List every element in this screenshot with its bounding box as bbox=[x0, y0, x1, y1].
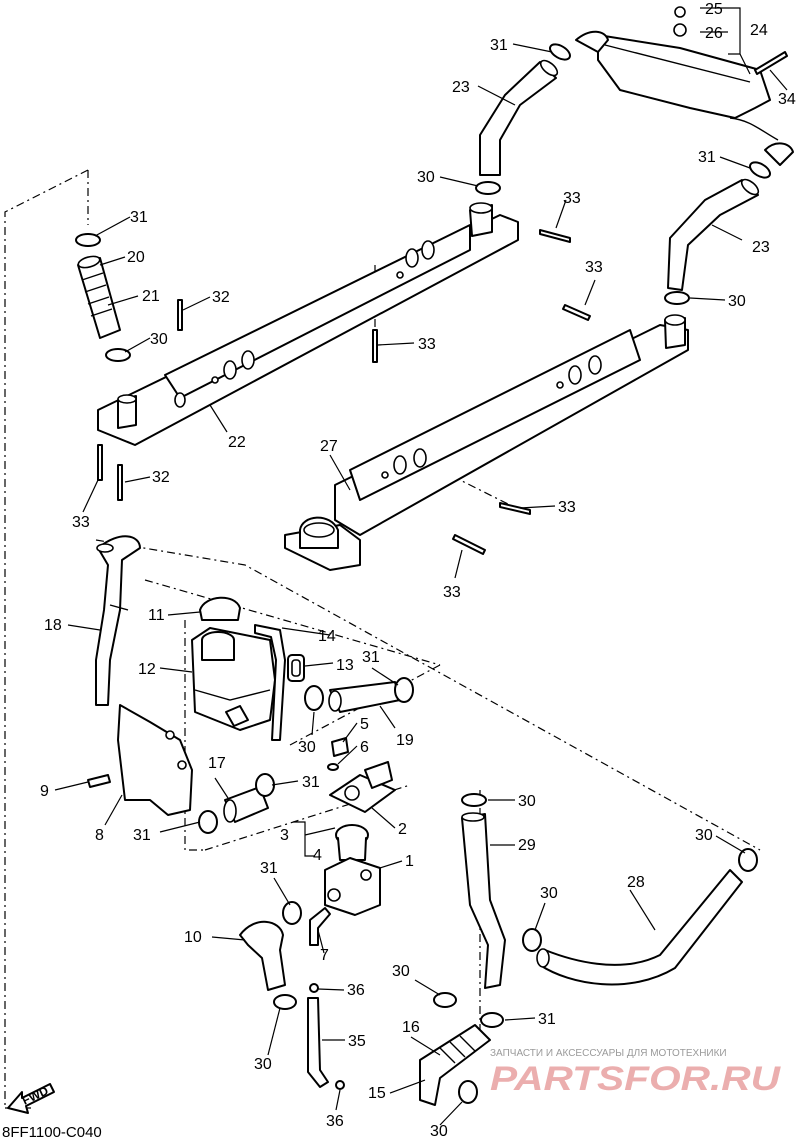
callout-17: 17 bbox=[208, 755, 226, 772]
watermark: ЗАПЧАСТИ И АКСЕССУАРЫ ДЛЯ МОТОТЕХНИКИ PA… bbox=[490, 1048, 782, 1098]
pipe-part-7-35 bbox=[307, 907, 331, 1088]
callout-8: 8 bbox=[95, 827, 104, 844]
upper-hose-right-part-23 bbox=[667, 178, 760, 291]
callout-21: 21 bbox=[142, 288, 160, 305]
callout-20: 20 bbox=[127, 249, 145, 266]
callout-30: 30 bbox=[518, 793, 536, 810]
callout-28: 28 bbox=[627, 874, 645, 891]
callout-32: 32 bbox=[212, 289, 230, 306]
callout-33: 33 bbox=[585, 259, 603, 276]
callout-29: 29 bbox=[518, 837, 536, 854]
radiator-pipe-frame-part-27 bbox=[284, 314, 689, 571]
diagram-code: 8FF1100-C040 bbox=[2, 1124, 102, 1140]
callout-30: 30 bbox=[540, 885, 558, 902]
upper-hose-left-part-23 bbox=[479, 59, 559, 176]
hose-part-10 bbox=[239, 920, 286, 991]
hose-part-17 bbox=[223, 786, 269, 823]
callout-25: 25 bbox=[705, 1, 723, 18]
callout-23: 23 bbox=[452, 79, 470, 96]
callout-33: 33 bbox=[443, 584, 461, 601]
callout-31: 31 bbox=[302, 774, 320, 791]
callout-35: 35 bbox=[348, 1033, 366, 1050]
callout-14: 14 bbox=[318, 628, 336, 645]
callout-31: 31 bbox=[133, 827, 151, 844]
hose-part-15-16 bbox=[419, 1024, 491, 1106]
thermostat-housing-part-1 bbox=[324, 857, 381, 916]
callout-13: 13 bbox=[336, 657, 354, 674]
thermostat-cover-part-2 bbox=[329, 761, 396, 813]
callout-30: 30 bbox=[430, 1123, 448, 1140]
callout-30: 30 bbox=[695, 827, 713, 844]
callout-32: 32 bbox=[152, 469, 170, 486]
radiator-pipe-frame-part-22 bbox=[97, 202, 519, 446]
callout-34: 34 bbox=[778, 91, 796, 108]
callout-4: 4 bbox=[313, 847, 322, 864]
callout-30: 30 bbox=[298, 739, 316, 756]
callout-31: 31 bbox=[538, 1011, 556, 1028]
fwd-label: FWD bbox=[20, 1083, 51, 1107]
guard-plate-part-8 bbox=[117, 704, 193, 816]
callout-19: 19 bbox=[396, 732, 414, 749]
thermostat-part-3-4 bbox=[335, 824, 369, 861]
callout-30: 30 bbox=[254, 1056, 272, 1073]
callout-9: 9 bbox=[40, 783, 49, 800]
reservoir-cap-part-11 bbox=[199, 596, 241, 621]
callout-3: 3 bbox=[280, 827, 289, 844]
watermark-caption: ЗАПЧАСТИ И АКСЕССУАРЫ ДЛЯ МОТОТЕХНИКИ bbox=[490, 1048, 727, 1059]
callout-36: 36 bbox=[347, 982, 365, 999]
callout-31: 31 bbox=[362, 649, 380, 666]
callout-26: 26 bbox=[705, 25, 723, 42]
washer-part-6 bbox=[327, 763, 339, 771]
hose-part-14 bbox=[254, 624, 286, 741]
callout-15: 15 bbox=[368, 1085, 386, 1102]
callout-31: 31 bbox=[130, 209, 148, 226]
hose-part-18 bbox=[95, 535, 141, 706]
callout-30: 30 bbox=[392, 963, 410, 980]
callout-numbers: 25 26 24 34 31 23 30 33 33 31 23 30 31 2… bbox=[40, 1, 796, 1140]
leader-lines bbox=[54, 7, 788, 1126]
callout-5: 5 bbox=[360, 716, 369, 733]
callout-10: 10 bbox=[184, 929, 202, 946]
callout-27: 27 bbox=[320, 438, 338, 455]
callout-12: 12 bbox=[138, 661, 156, 678]
callout-36: 36 bbox=[326, 1113, 344, 1130]
hose-part-28 bbox=[536, 869, 743, 986]
callout-30: 30 bbox=[150, 331, 168, 348]
bolt-part-5 bbox=[331, 737, 349, 757]
callout-31: 31 bbox=[698, 149, 716, 166]
hose-part-19 bbox=[328, 681, 401, 713]
reservoir-tank-part-12 bbox=[191, 627, 276, 731]
callout-30: 30 bbox=[728, 293, 746, 310]
callout-33: 33 bbox=[563, 190, 581, 207]
callout-2: 2 bbox=[398, 821, 407, 838]
callout-1: 1 bbox=[405, 853, 414, 870]
bolts bbox=[87, 51, 788, 1090]
callout-33: 33 bbox=[72, 514, 90, 531]
hose-clamps bbox=[75, 43, 771, 1104]
hose-part-29 bbox=[461, 812, 506, 989]
callout-11: 11 bbox=[148, 607, 165, 624]
callout-33: 33 bbox=[558, 499, 576, 516]
callout-31: 31 bbox=[490, 37, 508, 54]
callout-31: 31 bbox=[260, 860, 278, 877]
callout-24: 24 bbox=[750, 22, 768, 39]
watermark-logo: PARTSFOR.RU bbox=[490, 1060, 782, 1098]
clip-part-13 bbox=[287, 654, 305, 682]
callout-18: 18 bbox=[44, 617, 62, 634]
callout-16: 16 bbox=[402, 1019, 420, 1036]
callout-6: 6 bbox=[360, 739, 369, 756]
callout-30: 30 bbox=[417, 169, 435, 186]
top-tray-part-24 bbox=[575, 6, 794, 166]
callout-23: 23 bbox=[752, 239, 770, 256]
callout-22: 22 bbox=[228, 434, 246, 451]
callout-33: 33 bbox=[418, 336, 436, 353]
callout-7: 7 bbox=[320, 947, 329, 964]
hose-part-20-21 bbox=[77, 255, 121, 339]
